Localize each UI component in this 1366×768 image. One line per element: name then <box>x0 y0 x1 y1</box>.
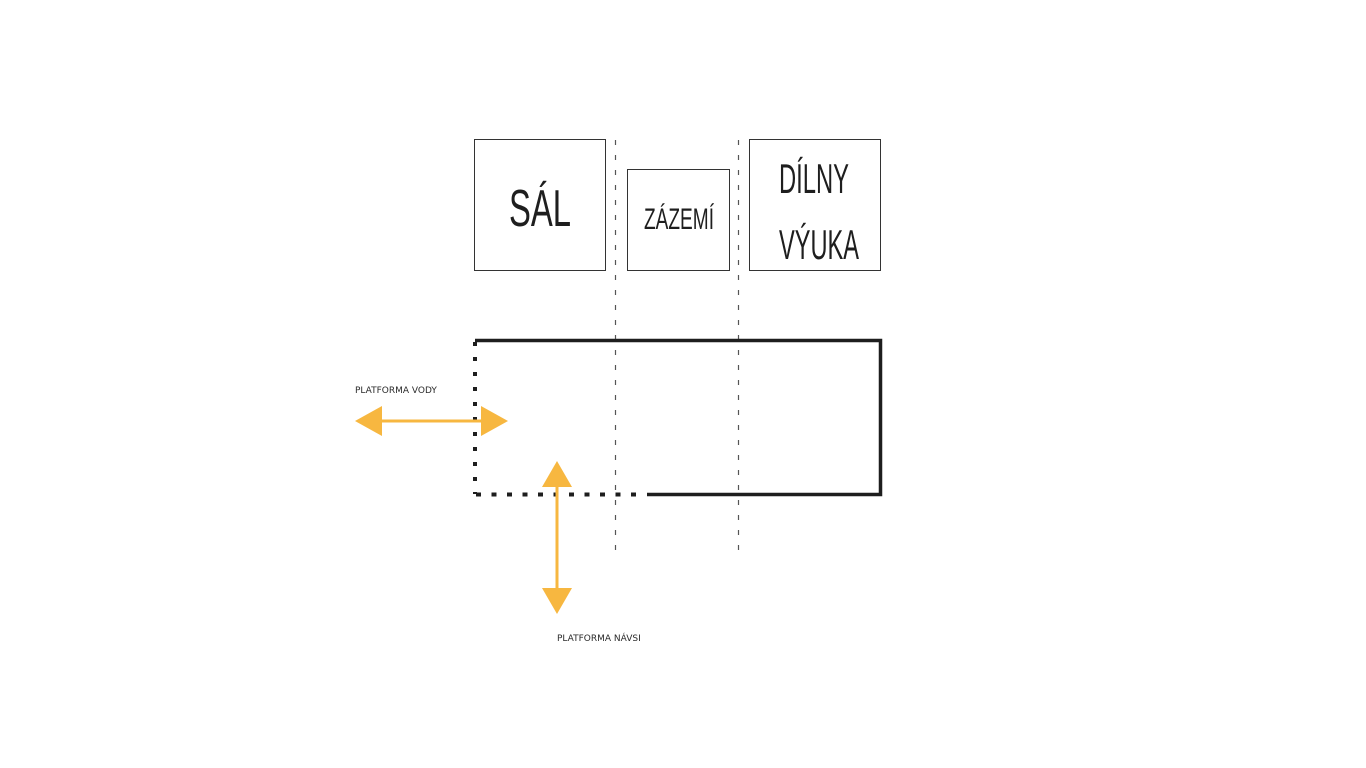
footprint-solid-edge <box>475 338 883 497</box>
arrow-label: PLATFORMA VODY <box>355 386 437 396</box>
room-dilny-vyuka: DÍLNY VÝUKA <box>749 139 881 271</box>
arrow-head-right-icon <box>481 406 508 436</box>
room-zazemi: ZÁZEMÍ <box>627 169 730 271</box>
arrow-label: PLATFORMA NÁVSI <box>557 632 641 644</box>
room-box <box>627 169 730 271</box>
arrow-head-left-icon <box>355 406 382 436</box>
room-box <box>474 139 606 271</box>
building-footprint <box>473 338 883 497</box>
room-box <box>749 139 881 271</box>
arrow-platforma-navsi: PLATFORMA NÁVSI <box>542 461 641 644</box>
room-label: ZÁZEMÍ <box>644 203 714 236</box>
room-label-line-1: DÍLNY <box>779 155 849 202</box>
arrow-head-down-icon <box>542 588 572 614</box>
arrow-platforma-vody: PLATFORMA VODY <box>355 386 508 436</box>
room-sal: SÁL <box>474 139 606 271</box>
room-label: SÁL <box>509 180 571 238</box>
room-label-line-2: VÝUKA <box>779 221 859 268</box>
arrow-head-up-icon <box>542 461 572 487</box>
